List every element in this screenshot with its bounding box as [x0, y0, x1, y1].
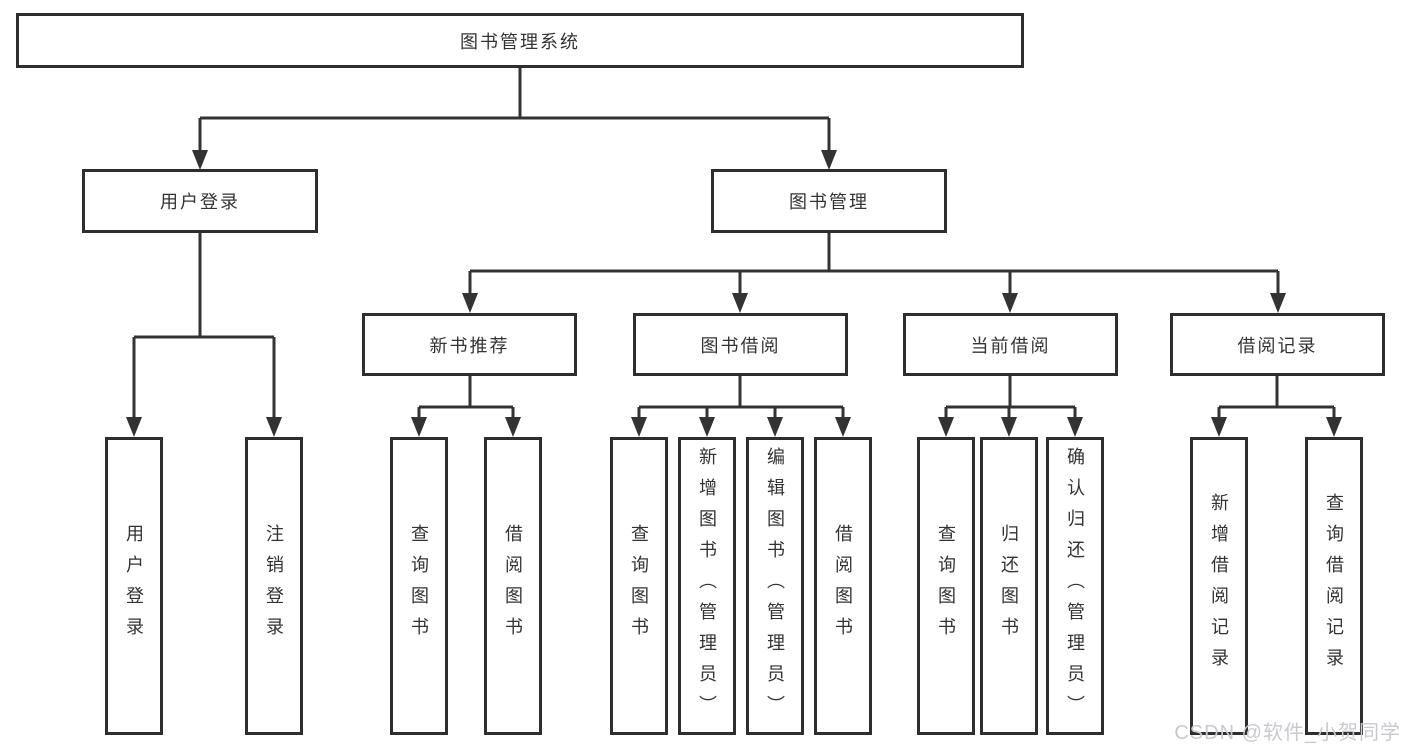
- node-label: 用户登录: [160, 192, 240, 212]
- node-label: 查询图书: [629, 524, 649, 648]
- node-current-borrow: 当前借阅: [903, 313, 1118, 376]
- node-label: 查询图书: [936, 524, 956, 648]
- node-label: 借阅图书: [833, 524, 853, 648]
- leaf-query-borrow-record: 查询借阅记录: [1305, 437, 1363, 735]
- node-library-system: 图书管理系统: [16, 13, 1024, 68]
- connector-lines: [132, 68, 1336, 420]
- node-label: 编辑图书（管理员）: [765, 446, 785, 726]
- leaf-add-books-admin: 新增图书（管理员）: [678, 437, 736, 735]
- leaf-confirm-return-admin: 确认归还（管理员）: [1046, 437, 1104, 735]
- node-label: 查询借阅记录: [1324, 493, 1344, 679]
- node-label: 借阅图书: [503, 524, 523, 648]
- node-label: 当前借阅: [970, 335, 1051, 356]
- node-borrow-record: 借阅记录: [1170, 313, 1385, 376]
- leaf-query-books-current: 查询图书: [917, 437, 975, 735]
- node-label: 图书管理: [789, 192, 869, 212]
- node-label: 查询图书: [409, 524, 429, 648]
- node-book-borrow: 图书借阅: [633, 313, 848, 376]
- arrowhead-triangles: [126, 150, 1342, 437]
- leaf-user-login: 用户登录: [105, 437, 163, 735]
- node-label: 新增图书（管理员）: [697, 446, 717, 726]
- leaf-logout: 注销登录: [245, 437, 303, 735]
- node-label: 归还图书: [999, 524, 1019, 648]
- node-label: 新增借阅记录: [1209, 493, 1229, 679]
- node-label: 用户登录: [124, 524, 144, 648]
- leaf-borrow-books-recommend: 借阅图书: [484, 437, 542, 735]
- leaf-query-books-borrow: 查询图书: [610, 437, 668, 735]
- node-new-book-recommend: 新书推荐: [362, 313, 577, 376]
- node-label: 确认归还（管理员）: [1065, 446, 1085, 726]
- watermark-text: CSDN @软件_小贺同学: [1174, 722, 1401, 744]
- leaf-edit-books-admin: 编辑图书（管理员）: [746, 437, 804, 735]
- node-user-login: 用户登录: [82, 169, 318, 233]
- node-book-management: 图书管理: [711, 169, 947, 233]
- leaf-add-borrow-record: 新增借阅记录: [1190, 437, 1248, 735]
- node-label: 借阅记录: [1237, 335, 1318, 356]
- leaf-query-books-recommend: 查询图书: [390, 437, 448, 735]
- node-label: 新书推荐: [429, 335, 510, 356]
- leaf-borrow-books: 借阅图书: [814, 437, 872, 735]
- node-label: 图书借阅: [700, 335, 781, 356]
- leaf-return-books: 归还图书: [980, 437, 1038, 735]
- node-label: 图书管理系统: [460, 31, 580, 52]
- node-label: 注销登录: [264, 524, 284, 648]
